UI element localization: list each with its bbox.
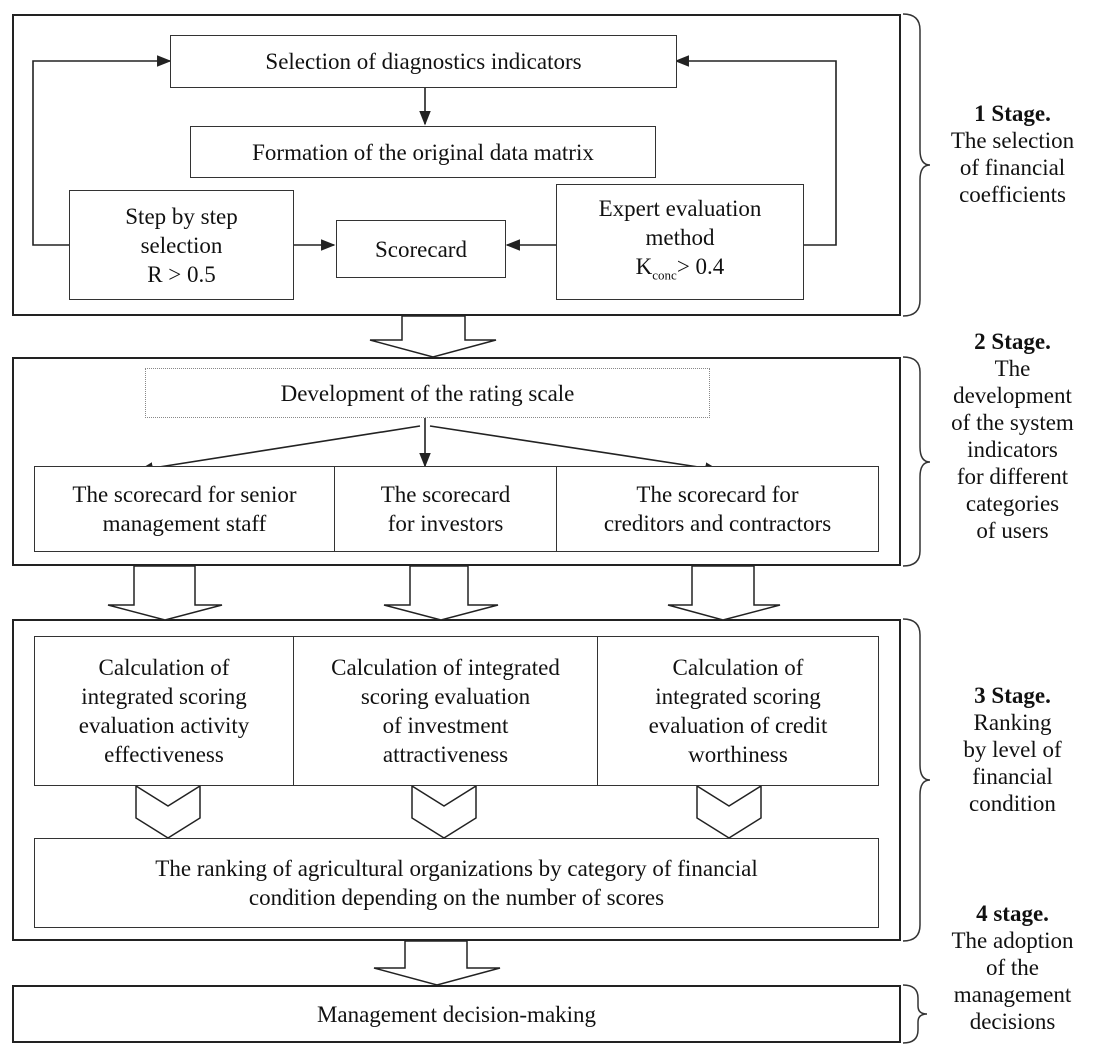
formation-matrix-box: Formation of the original data matrix <box>190 126 656 178</box>
block-arrow-stage1-to-stage2 <box>369 315 497 358</box>
block-arrow-management-to-calc <box>107 565 223 621</box>
block-arrow-ranking-to-decision <box>373 940 501 986</box>
stage1-label: 1 Stage. The selection of financial coef… <box>930 100 1095 208</box>
rating-scale-box: Development of the rating scale <box>145 368 710 418</box>
scorecard-creditors-box: The scorecard for creditors and contract… <box>556 466 879 552</box>
stage4-description: The adoption of the management decisions <box>951 928 1074 1034</box>
stage3-description: Ranking by level of financial condition <box>963 710 1062 816</box>
stage2-frame <box>12 357 901 566</box>
brace-stage1 <box>902 13 931 317</box>
calc-credit-box: Calculation of integrated scoring evalua… <box>597 636 879 786</box>
arrow-scale-to-management <box>138 425 421 474</box>
stage4-frame <box>12 985 901 1043</box>
calc-investment-box: Calculation of integrated scoring evalua… <box>293 636 598 786</box>
block-arrow-creditors-to-calc <box>667 565 781 621</box>
chevron-credit <box>696 784 762 839</box>
calc-activity-box: Calculation of integrated scoring evalua… <box>34 636 294 786</box>
arrow-scale-to-creditors <box>429 425 720 474</box>
selection-indicators-box: Selection of diagnostics indicators <box>170 35 677 88</box>
chevron-investment <box>411 784 477 839</box>
scorecard-management-box: The scorecard for senior management staf… <box>34 466 335 552</box>
stage1-description: The selection of financial coefficients <box>950 128 1075 207</box>
stage3-frame <box>12 619 901 941</box>
scorecard-box: Scorecard <box>336 220 506 278</box>
stage3-label: 3 Stage. Ranking by level of financial c… <box>930 682 1095 817</box>
loop-expert-to-selection <box>674 55 837 246</box>
chevron-activity <box>135 784 201 839</box>
stage2-description: The development of the system indicators… <box>951 356 1074 543</box>
stage3-title: 3 Stage. <box>974 683 1051 708</box>
stage2-title: 2 Stage. <box>974 329 1051 354</box>
scorecard-investors-box: The scorecard for investors <box>334 466 557 552</box>
stage4-label: 4 stage. The adoption of the management … <box>930 900 1095 1035</box>
brace-stage2 <box>902 356 931 567</box>
kconc-symbol: K <box>635 254 653 280</box>
brace-stage3 <box>902 618 931 942</box>
loop-stepwise-to-selection <box>32 55 172 246</box>
stage4-title: 4 stage. <box>976 901 1049 926</box>
stage1-title: 1 Stage. <box>974 101 1051 126</box>
ranking-box: The ranking of agricultural organization… <box>34 838 879 928</box>
block-arrow-investors-to-calc <box>383 565 499 621</box>
stepwise-selection-box: Step by step selection R > 0.5 <box>69 190 294 300</box>
management-decision-box: Management decision-making <box>14 987 899 1041</box>
stage2-label: 2 Stage. The development of the system i… <box>930 328 1095 544</box>
brace-stage4 <box>902 984 928 1044</box>
stage1-frame <box>12 14 901 316</box>
